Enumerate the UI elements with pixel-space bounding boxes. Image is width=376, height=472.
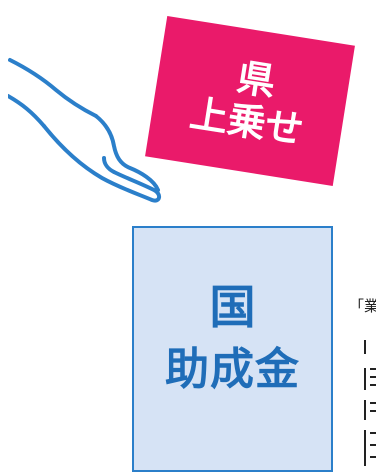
topup-label: 上乗せ (186, 91, 307, 153)
subsidy-label: 助成金 (165, 344, 300, 395)
side-text-fragment (364, 340, 376, 466)
national-subsidy-box: 国 助成金 (132, 226, 333, 472)
prefecture-label: 県 (234, 55, 279, 105)
prefecture-topup-card: 県 上乗せ (145, 16, 355, 186)
hand-icon (8, 58, 161, 203)
side-caption: 「業 (349, 297, 376, 315)
national-label: 国 (209, 280, 256, 334)
